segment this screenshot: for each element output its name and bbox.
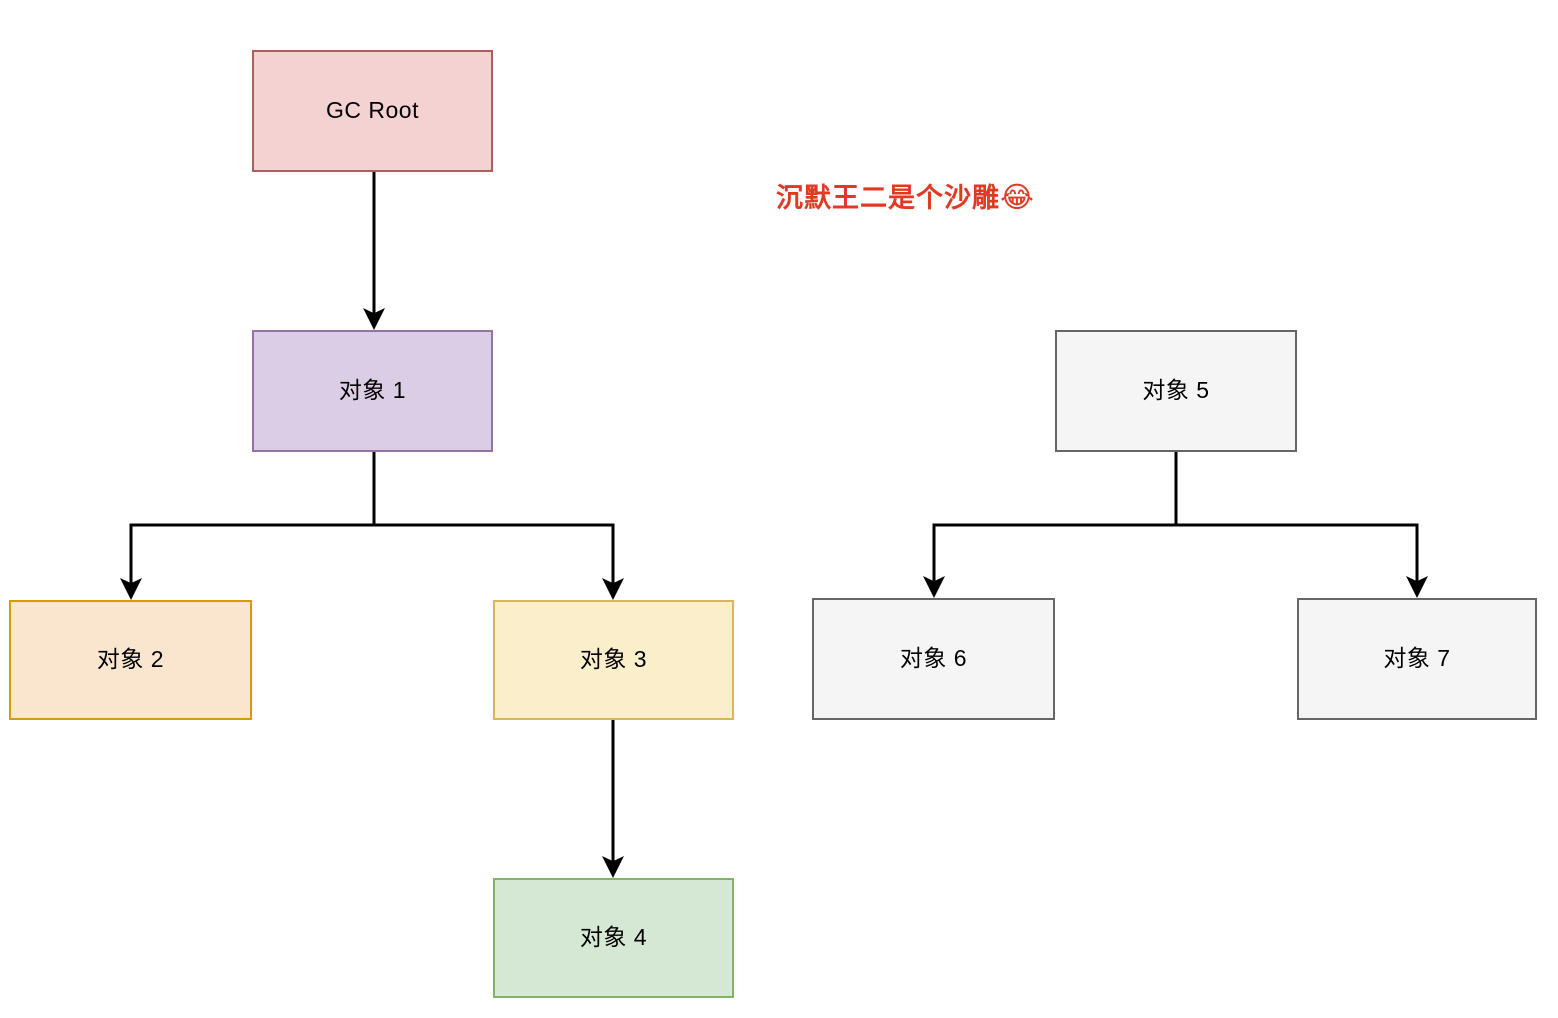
node-object-5[interactable]: 对象 5 [1055, 330, 1297, 452]
node-object-1[interactable]: 对象 1 [252, 330, 493, 452]
node-object-5-label: 对象 5 [1142, 377, 1210, 404]
node-object-2[interactable]: 对象 2 [9, 600, 252, 720]
node-object-7-label: 对象 7 [1383, 645, 1451, 672]
node-object-6[interactable]: 对象 6 [812, 598, 1055, 720]
edge-object5-object7 [1174, 452, 1428, 598]
node-object-3-label: 对象 3 [579, 646, 648, 673]
node-object-6-label: 对象 6 [899, 645, 968, 672]
node-object-1-label: 对象 1 [338, 377, 407, 404]
node-object-2-label: 对象 2 [96, 646, 165, 673]
annotation-watermark: 沉默王二是个沙雕😂 [776, 180, 1035, 214]
node-object-3[interactable]: 对象 3 [493, 600, 734, 720]
annotation-text: 沉默王二是个沙雕 [776, 183, 1000, 213]
node-object-4-label: 对象 4 [579, 924, 648, 951]
edge-object5-object6 [923, 452, 1178, 598]
edge-object1-object3 [372, 452, 624, 600]
node-gc-root-label: GC Root [326, 97, 419, 124]
edge-object1-object2 [120, 452, 376, 600]
laughing-tears-emoji-icon: 😂 [1000, 180, 1035, 214]
node-object-7[interactable]: 对象 7 [1297, 598, 1537, 720]
node-gc-root[interactable]: GC Root [252, 50, 493, 172]
node-object-4[interactable]: 对象 4 [493, 878, 734, 998]
